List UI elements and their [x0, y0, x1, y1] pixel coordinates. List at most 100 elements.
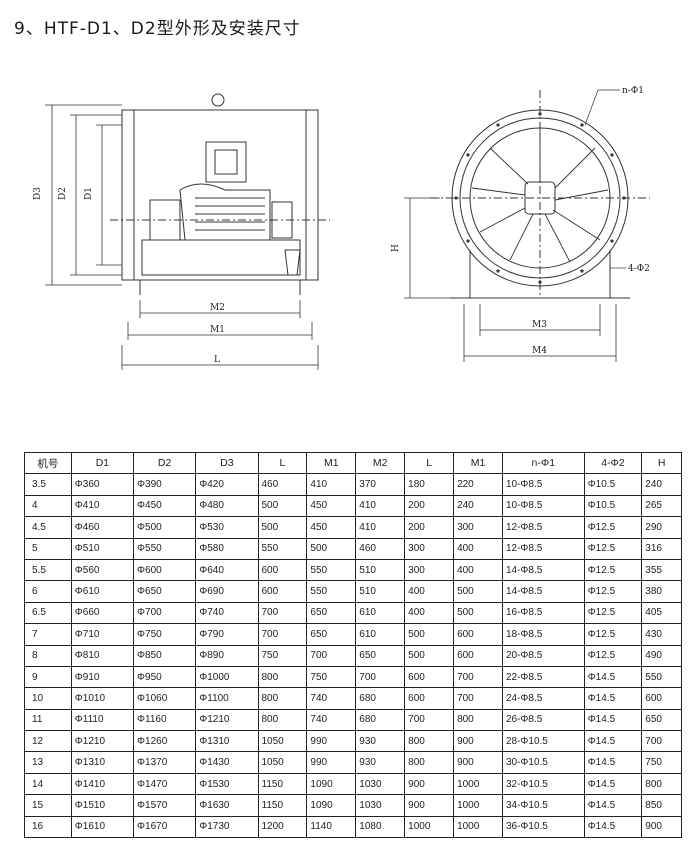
table-cell: Φ1530	[195, 772, 259, 796]
table-cell: 5.5	[24, 558, 72, 582]
label-d1: D1	[84, 187, 94, 200]
table-cell: Φ640	[195, 558, 259, 582]
table-cell: 34-Φ10.5	[501, 794, 585, 817]
table-cell: 740	[306, 687, 357, 710]
table-cell: 650	[306, 623, 357, 646]
table-cell: 450	[306, 494, 357, 518]
table-cell: Φ12.5	[583, 580, 643, 603]
table-cell: 316	[641, 537, 682, 560]
table-cell: 36-Φ10.5	[501, 815, 585, 839]
table-cell: Φ480	[195, 494, 259, 518]
table-cell: Φ460	[70, 516, 135, 539]
table-cell: 4	[24, 494, 72, 518]
table-cell: 10-Φ8.5	[501, 473, 585, 496]
table-cell: 300	[404, 537, 455, 560]
table-cell: Φ850	[133, 644, 197, 667]
table-cell: 18-Φ8.5	[501, 623, 585, 646]
table-cell: Φ1730	[195, 815, 259, 839]
table-cell: 700	[306, 644, 357, 667]
table-cell: 460	[257, 473, 308, 496]
table-cell: Φ560	[70, 558, 135, 582]
table-cell: 550	[641, 665, 682, 689]
table-cell: 610	[355, 623, 406, 646]
table-cell: 650	[306, 601, 357, 625]
table-cell: 6.5	[24, 601, 72, 625]
table-cell: 7	[24, 623, 72, 646]
table-cell: Φ1630	[195, 794, 259, 817]
table-cell: 900	[404, 772, 455, 796]
table-cell: 12-Φ8.5	[501, 516, 585, 539]
table-cell: 410	[306, 473, 357, 496]
label-d3: D3	[33, 187, 43, 200]
table-cell: 13	[24, 751, 72, 774]
table-cell: 300	[404, 558, 455, 582]
table-cell: 1000	[453, 794, 503, 817]
table-cell: Φ790	[195, 623, 259, 646]
header-cell: n-Φ1	[501, 451, 585, 475]
table-cell: 900	[641, 815, 682, 839]
table-cell: Φ510	[70, 537, 135, 560]
table-cell: Φ14.5	[583, 730, 643, 753]
table-cell: 700	[453, 665, 503, 689]
table-cell: Φ1470	[133, 772, 197, 796]
table-cell: 355	[641, 558, 682, 582]
table-cell: 800	[641, 772, 682, 796]
table-cell: 500	[404, 623, 455, 646]
table-cell: Φ14.5	[583, 665, 643, 689]
header-cell: L	[257, 451, 308, 475]
table-cell: Φ12.5	[583, 644, 643, 667]
table-cell: Φ1430	[195, 751, 259, 774]
header-cell: L	[404, 451, 455, 475]
table-cell: Φ1210	[195, 708, 259, 732]
table-cell: Φ12.5	[583, 601, 643, 625]
table-cell: Φ810	[70, 644, 135, 667]
table-cell: Φ600	[133, 558, 197, 582]
table-cell: Φ12.5	[583, 623, 643, 646]
table-cell: 700	[257, 601, 308, 625]
table-cell: Φ10.5	[583, 494, 643, 518]
table-cell: 490	[641, 644, 682, 667]
front-dimensions	[404, 197, 617, 362]
table-cell: 750	[257, 644, 308, 667]
label-l: L	[214, 355, 220, 365]
table-cell: Φ1570	[133, 794, 197, 817]
table-cell: 8	[24, 644, 72, 667]
table-cell: 600	[404, 665, 455, 689]
table-cell: 16-Φ8.5	[501, 601, 585, 625]
table-cell: Φ1410	[70, 772, 135, 796]
header-cell: 机号	[24, 451, 72, 475]
table-cell: 12	[24, 730, 72, 753]
table-cell: Φ500	[133, 516, 197, 539]
table-cell: 1090	[306, 794, 357, 817]
table-cell: 240	[453, 494, 503, 518]
table-cell: 15	[24, 794, 72, 817]
table-cell: Φ690	[195, 580, 259, 603]
dimension-table: 机号 D1 D2 D3 L M1 M2 L M1 n-Φ1 4-Φ2 H 3.5…	[24, 451, 682, 839]
table-cell: 1000	[404, 815, 455, 839]
table-cell: 380	[641, 580, 682, 603]
table-cell: Φ530	[195, 516, 259, 539]
table-cell: Φ740	[195, 601, 259, 625]
table-cell: Φ360	[70, 473, 135, 496]
table-cell: 500	[404, 644, 455, 667]
label-4-phi2: 4-Φ2	[628, 264, 650, 274]
table-cell: 500	[257, 516, 308, 539]
table-cell: 990	[306, 751, 357, 774]
table-cell: 1080	[355, 815, 406, 839]
table-cell: 1090	[306, 772, 357, 796]
table-cell: 200	[404, 494, 455, 518]
table-cell: 740	[306, 708, 357, 732]
table-cell: 600	[257, 580, 308, 603]
table-cell: 500	[257, 494, 308, 518]
table-cell: Φ610	[70, 580, 135, 603]
table-cell: Φ14.5	[583, 687, 643, 710]
fan-dimension-drawing: D3 D2 D1 M2 M1 L n-Φ1 4-Φ2 H M3 M4	[33, 86, 650, 370]
table-cell: 370	[355, 473, 406, 496]
header-cell: M1	[306, 451, 357, 475]
